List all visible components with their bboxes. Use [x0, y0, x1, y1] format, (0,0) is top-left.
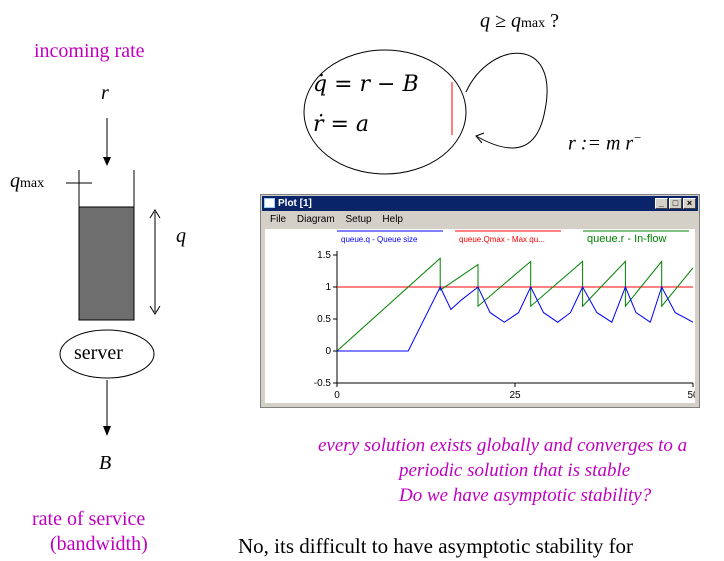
- menu-setup[interactable]: Setup: [345, 214, 372, 225]
- automaton-diagram: [303, 49, 548, 175]
- menu-diagram[interactable]: Diagram: [296, 214, 335, 225]
- caption-line3: Do we have asymptotic stability?: [399, 485, 652, 506]
- q-label: q: [176, 225, 186, 247]
- incoming-rate-label: incoming rate: [34, 40, 145, 62]
- series-line: [336, 257, 694, 352]
- x-tick-label: 0: [334, 390, 340, 401]
- queue-diagram: [59, 118, 161, 436]
- series-line: [337, 285, 694, 352]
- b-symbol: B: [99, 452, 112, 474]
- mode-ellipse: [303, 49, 467, 175]
- y-tick-label: 1: [325, 282, 331, 293]
- legend-label: queue.r - In-flow: [587, 233, 667, 245]
- menu-bar: File Diagram Setup Help: [262, 212, 698, 228]
- x-tick-label: 25: [509, 390, 521, 401]
- r-symbol: r: [101, 82, 109, 104]
- window-titlebar: Plot [1] _ □ ×: [262, 196, 698, 211]
- equation-qdot: q̇ = r − B: [313, 72, 419, 97]
- guard-condition: q ≥ qmax ?: [480, 10, 559, 32]
- reset-assignment: r := m r−: [568, 130, 642, 155]
- y-tick-label: 0: [325, 346, 331, 357]
- legend-label: queue.Qmax - Max qu...: [459, 235, 545, 244]
- y-tick-label: -0.5: [314, 378, 332, 389]
- menu-file[interactable]: File: [270, 214, 287, 225]
- window-title: Plot [1]: [278, 198, 312, 209]
- plot-area[interactable]: -0.500.511.502550queue.q - Queue sizeque…: [265, 229, 699, 403]
- server-node: [59, 329, 155, 379]
- equation-rdot: ṙ = a: [313, 112, 370, 137]
- queue-fill: [78, 206, 135, 321]
- qmax-label: qmax: [10, 170, 45, 192]
- service-label-line1: rate of service: [32, 508, 146, 530]
- minimize-button[interactable]: _: [655, 198, 668, 209]
- bottom-statement: No, its difficult to have asymptotic sta…: [238, 534, 634, 558]
- server-label: server: [74, 342, 123, 364]
- y-tick-label: 0.5: [317, 314, 331, 325]
- y-tick-label: 1.5: [317, 250, 331, 261]
- caption-line1: every solution exists globally and conve…: [318, 435, 688, 456]
- caption-line2: periodic solution that is stable: [399, 460, 631, 481]
- maximize-button[interactable]: □: [669, 198, 682, 209]
- legend-label: queue.q - Queue size: [341, 235, 418, 244]
- window-app-icon: [264, 198, 275, 208]
- x-tick-label: 50: [687, 390, 695, 401]
- plot-window: Plot [1] _ □ × File Diagram Setup Help -…: [260, 194, 700, 408]
- service-label-line2: (bandwidth): [50, 533, 148, 555]
- queue-chart: -0.500.511.502550queue.q - Queue sizeque…: [314, 230, 699, 401]
- self-loop-transition: [465, 52, 548, 149]
- close-button[interactable]: ×: [683, 198, 696, 209]
- menu-help[interactable]: Help: [382, 214, 403, 225]
